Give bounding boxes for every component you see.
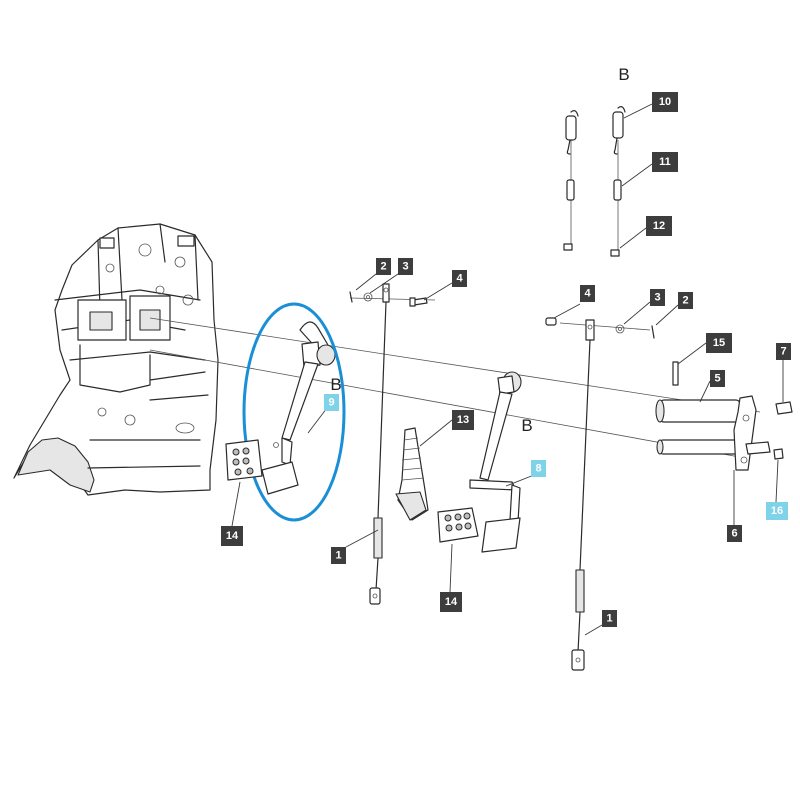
callout-14-center: 14 <box>440 592 462 612</box>
shaft-assembly <box>655 395 793 471</box>
svg-text:12: 12 <box>653 220 665 232</box>
rod-right <box>571 319 595 671</box>
callout-3-right: 3 <box>650 289 665 306</box>
hardware-right <box>545 317 655 339</box>
svg-text:14: 14 <box>226 530 239 542</box>
svg-text:3: 3 <box>654 292 660 304</box>
hardware-left <box>349 291 428 307</box>
callout-14-left: 14 <box>221 526 243 546</box>
svg-text:8: 8 <box>535 463 541 475</box>
left-pedal <box>261 321 336 495</box>
svg-text:5: 5 <box>714 373 720 385</box>
svg-text:1: 1 <box>335 550 341 562</box>
svg-text:10: 10 <box>659 96 671 108</box>
callout-8: 8 <box>531 460 546 477</box>
reference-letter-b-left: B <box>330 375 341 394</box>
svg-text:9: 9 <box>328 397 334 409</box>
center-pedal <box>469 371 522 553</box>
callout-7: 7 <box>776 343 791 360</box>
callout-5: 5 <box>710 370 725 387</box>
svg-text:15: 15 <box>713 337 725 349</box>
callout-1-right: 1 <box>602 610 617 627</box>
callout-15: 15 <box>706 333 732 353</box>
svg-text:2: 2 <box>682 295 688 307</box>
leader-lines <box>231 103 784 636</box>
callout-1-left: 1 <box>331 547 346 564</box>
reference-letter-b-center: B <box>521 416 532 435</box>
spring-assembly-right <box>610 106 626 257</box>
callout-3-left: 3 <box>398 258 413 275</box>
reference-letter-b-top: B <box>618 65 629 84</box>
callout-4-right: 4 <box>580 285 595 302</box>
callout-2-right: 2 <box>678 292 693 309</box>
svg-text:2: 2 <box>380 261 386 273</box>
svg-text:11: 11 <box>659 156 671 168</box>
chassis-frame <box>13 223 219 496</box>
highlight-ellipse <box>242 302 346 522</box>
svg-text:14: 14 <box>445 596 458 608</box>
svg-text:6: 6 <box>731 528 737 540</box>
bellows-boot <box>395 427 429 521</box>
pedal-pad-center <box>437 507 479 543</box>
callout-9: 9 <box>324 394 339 411</box>
svg-text:16: 16 <box>771 505 783 517</box>
svg-text:4: 4 <box>456 273 463 285</box>
svg-text:1: 1 <box>606 613 612 625</box>
callout-10: 10 <box>652 92 678 112</box>
rod-left <box>369 283 390 605</box>
pin-15 <box>672 361 679 386</box>
callout-16: 16 <box>766 502 788 520</box>
svg-text:4: 4 <box>584 288 591 300</box>
callout-2-left: 2 <box>376 258 391 275</box>
callout-11: 11 <box>652 152 678 172</box>
callout-12: 12 <box>646 216 672 236</box>
svg-text:7: 7 <box>780 346 786 358</box>
svg-text:13: 13 <box>457 414 469 426</box>
callout-6: 6 <box>727 525 742 542</box>
pedal-pad-left <box>225 439 263 481</box>
callout-4-left: 4 <box>452 270 467 287</box>
svg-text:3: 3 <box>402 261 408 273</box>
callout-13: 13 <box>452 410 474 430</box>
spring-assembly-left <box>563 110 579 251</box>
